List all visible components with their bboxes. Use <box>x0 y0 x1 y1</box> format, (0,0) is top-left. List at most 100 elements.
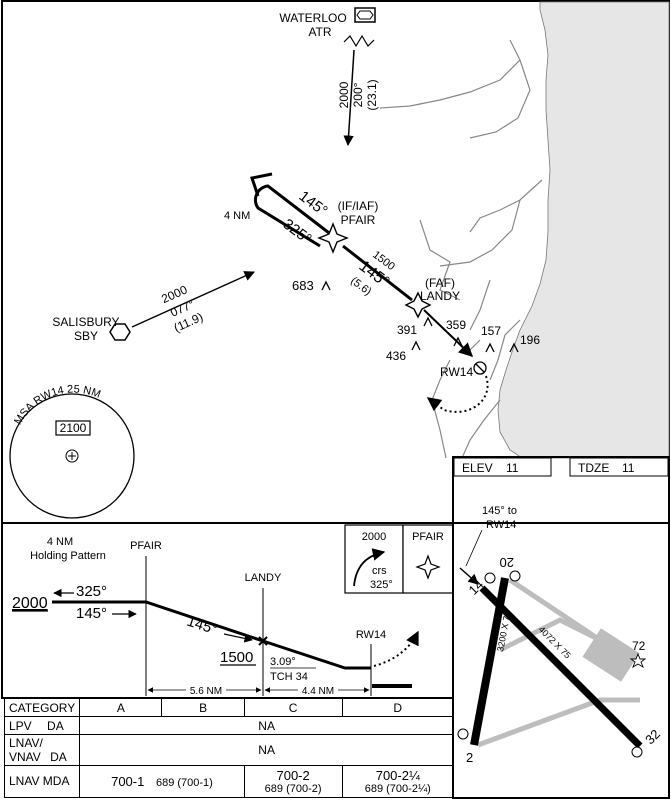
profile-gs-angle: 3.09° <box>270 656 296 668</box>
fix-star-icon <box>317 222 349 254</box>
approach-note-2: RW14 <box>486 519 516 531</box>
msa-circle: MSA RW14 25 NM 2100 <box>9 383 135 519</box>
minimums-header-b: B <box>161 697 245 718</box>
lnav-c-cell: 700-2 689 (700-2) <box>243 764 343 799</box>
beacon-elev: 72 <box>632 639 646 653</box>
lpv-da: DA <box>47 718 64 733</box>
waterloo-navaid: WATERLOO ATR <box>279 7 376 48</box>
vortac-icon <box>354 7 376 23</box>
obstacle-icon <box>453 336 463 347</box>
waterloo-id: ATR <box>308 25 331 39</box>
light-icon <box>457 728 469 740</box>
tdze-value: 11 <box>622 461 635 475</box>
hold-outbound-crs: 325° <box>280 216 315 248</box>
lnav-vnav-da: DA <box>50 749 67 764</box>
rwy-20-label: 20 <box>500 555 514 570</box>
waterloo-leg <box>343 49 355 147</box>
inlet-1 <box>379 39 531 139</box>
obstacle-icon <box>411 340 421 351</box>
profile-dist1: 5.6 NM <box>190 686 222 697</box>
minimums-table: CATEGORY A B C D LPV DA NA LNAV/ VNAV DA… <box>3 697 455 799</box>
waterloo-leg-dist: (23.1) <box>365 79 379 110</box>
plan-runway-label: RW14 <box>440 365 473 379</box>
landy-fix: (FAF) LANDY <box>404 276 460 319</box>
salisbury-navaid: SALISBURY SBY <box>52 315 131 343</box>
plan-view: WATERLOO ATR 2000 200° (23.1) 145° 325° … <box>1 0 670 524</box>
salisbury-leg-labels: 2000 077° (11.9) <box>159 282 205 335</box>
minimums-lnav-row: LNAV MDA 700-1 689 (700-1) 700-2 689 (70… <box>3 764 455 799</box>
profile-tch: TCH 34 <box>270 671 308 683</box>
missed-box-alt: 2000 <box>362 531 386 543</box>
holding-pattern: 145° 325° 4 NM <box>224 172 334 248</box>
approach-arrow <box>459 567 479 585</box>
tdze-box <box>569 457 669 477</box>
tdze-label: TDZE <box>578 461 609 475</box>
lnav-ab-sub: 689 (700-1) <box>155 776 213 789</box>
rw14-plan: RW14 <box>426 361 489 413</box>
profile-view: 4 NM Holding Pattern PFAIR LANDY RW14 20… <box>1 522 454 699</box>
obstacle-icon <box>485 342 495 353</box>
inlet-2 <box>439 179 543 267</box>
profile-alt-2000: 2000 <box>12 595 48 612</box>
profile-holding-dist: 4 NM <box>47 536 73 548</box>
profile-holding-label: Holding Pattern <box>30 550 106 562</box>
rwy-14-label: 14 <box>466 577 487 598</box>
profile-crs-out: 325° <box>76 583 107 600</box>
profile-landy-fix <box>258 636 268 646</box>
lnav-vnav-value: NA <box>79 734 454 766</box>
missed-box-crs-word: crs <box>372 565 387 577</box>
fix-star-icon-2 <box>404 291 432 319</box>
minimums-header-category: CATEGORY <box>3 697 81 718</box>
profile-rw14: RW14 <box>356 629 386 641</box>
waterloo-name: WATERLOO <box>279 11 346 25</box>
approach-note-1: 145° to <box>482 505 517 517</box>
msa-alt: 2100 <box>60 421 87 435</box>
minimums-header-a: A <box>79 697 163 718</box>
obstacle-icon <box>423 316 433 327</box>
runway-14-32 <box>479 585 643 749</box>
coastline <box>497 1 670 459</box>
obstacle-683: 683 <box>292 278 314 293</box>
obstacle-196: 196 <box>520 333 540 347</box>
lnav-c-main: 700-2 <box>276 767 310 783</box>
pfair-role: (IF/IAF) <box>338 199 379 213</box>
salisbury-id: SBY <box>74 329 98 343</box>
lnav-ab-cell: 700-1 689 (700-1) <box>79 764 245 799</box>
missed-box-crs: 325° <box>370 579 393 591</box>
elev-box <box>453 457 552 477</box>
profile-dist2: 4.4 NM <box>302 686 334 697</box>
rwy-2-label: 2 <box>466 750 473 765</box>
lpv-value: NA <box>79 716 454 736</box>
obstacle-157: 157 <box>481 324 501 338</box>
obstacle-391: 391 <box>397 323 417 337</box>
obstacle-icon <box>509 342 519 353</box>
pfair-fix: (IF/IAF) PFAIR <box>317 199 379 254</box>
lpv-label-cell: LPV DA <box>3 716 81 736</box>
lnav-vnav-label-2: VNAV <box>9 749 41 764</box>
light-icon <box>509 570 521 582</box>
obstacle-436: 436 <box>386 349 406 363</box>
minimums-header-d: D <box>341 697 455 718</box>
profile-crs-seg: 145° <box>185 613 220 639</box>
landy-rw14-leg <box>423 309 474 357</box>
minimums-lpv-row: LPV DA NA <box>3 716 454 736</box>
waterloo-leg-crs: 200° <box>351 82 365 107</box>
vor-icon <box>109 323 131 341</box>
break-mark <box>343 34 375 48</box>
minimums-lnav-vnav-row: LNAV/ VNAV DA NA <box>3 734 454 766</box>
airport-frame <box>452 456 670 799</box>
obstacles: 683 391 359 157 196 436 <box>292 278 540 363</box>
obstacle-359: 359 <box>446 318 466 332</box>
lnav-vnav-label-1: LNAV/ <box>9 735 43 750</box>
lnav-vnav-label-cell: LNAV/ VNAV DA <box>3 734 81 766</box>
elev-label: ELEV <box>462 461 493 475</box>
beacon-star-icon <box>629 652 647 669</box>
profile-landy: LANDY <box>245 572 282 584</box>
lpv-label: LPV <box>9 718 32 733</box>
salisbury-leg <box>131 271 255 328</box>
waterloo-leg-alt: 2000 <box>337 81 351 108</box>
minimums-header-c: C <box>243 697 343 718</box>
landy-role: (FAF) <box>425 276 455 290</box>
lnav-d-cell: 700-2¼ 689 (700-2¼) <box>341 764 455 799</box>
